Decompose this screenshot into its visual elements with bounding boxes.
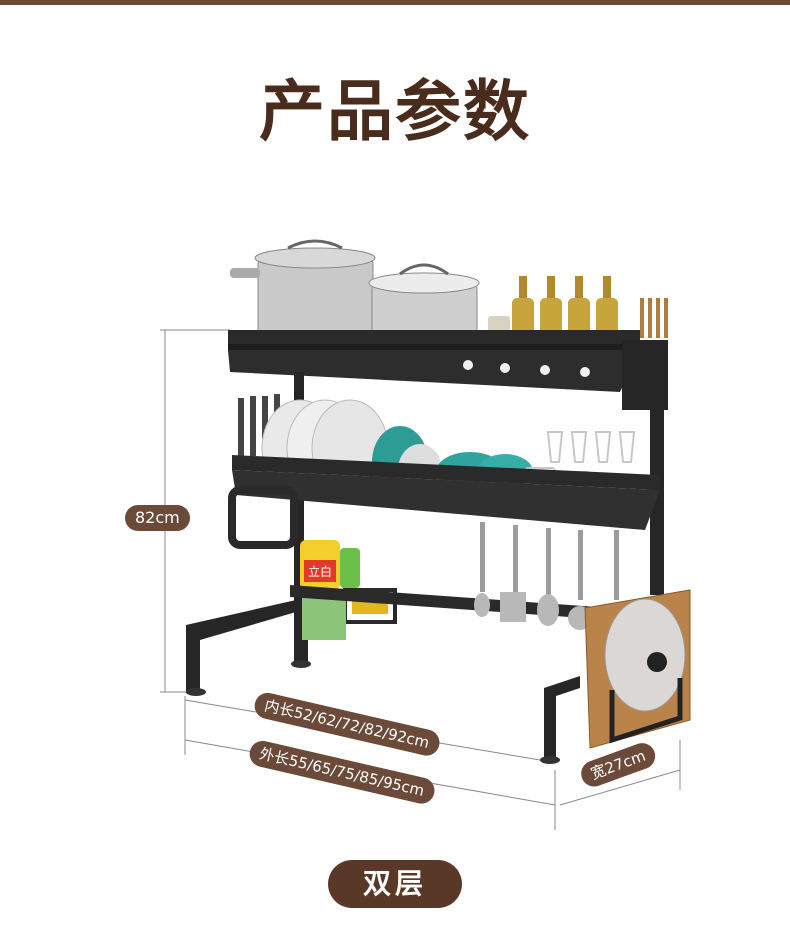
lid-icon xyxy=(604,598,686,712)
pot-icon xyxy=(230,239,480,344)
oil-bottle-icon xyxy=(488,276,618,340)
rack-base xyxy=(186,600,580,764)
utensil-icon xyxy=(474,522,619,630)
top-shelf xyxy=(228,330,668,410)
height-label: 82cm xyxy=(125,505,190,531)
detergent-label: 立白 xyxy=(308,564,332,579)
tier-label: 双层 xyxy=(328,860,462,908)
lid-holder xyxy=(609,678,683,744)
middle-shelf xyxy=(228,455,660,549)
page-title: 产品参数 xyxy=(259,73,531,150)
top-border xyxy=(0,0,790,5)
chopsticks-icon xyxy=(640,298,668,338)
detergent-icon: 立白 xyxy=(300,540,360,590)
